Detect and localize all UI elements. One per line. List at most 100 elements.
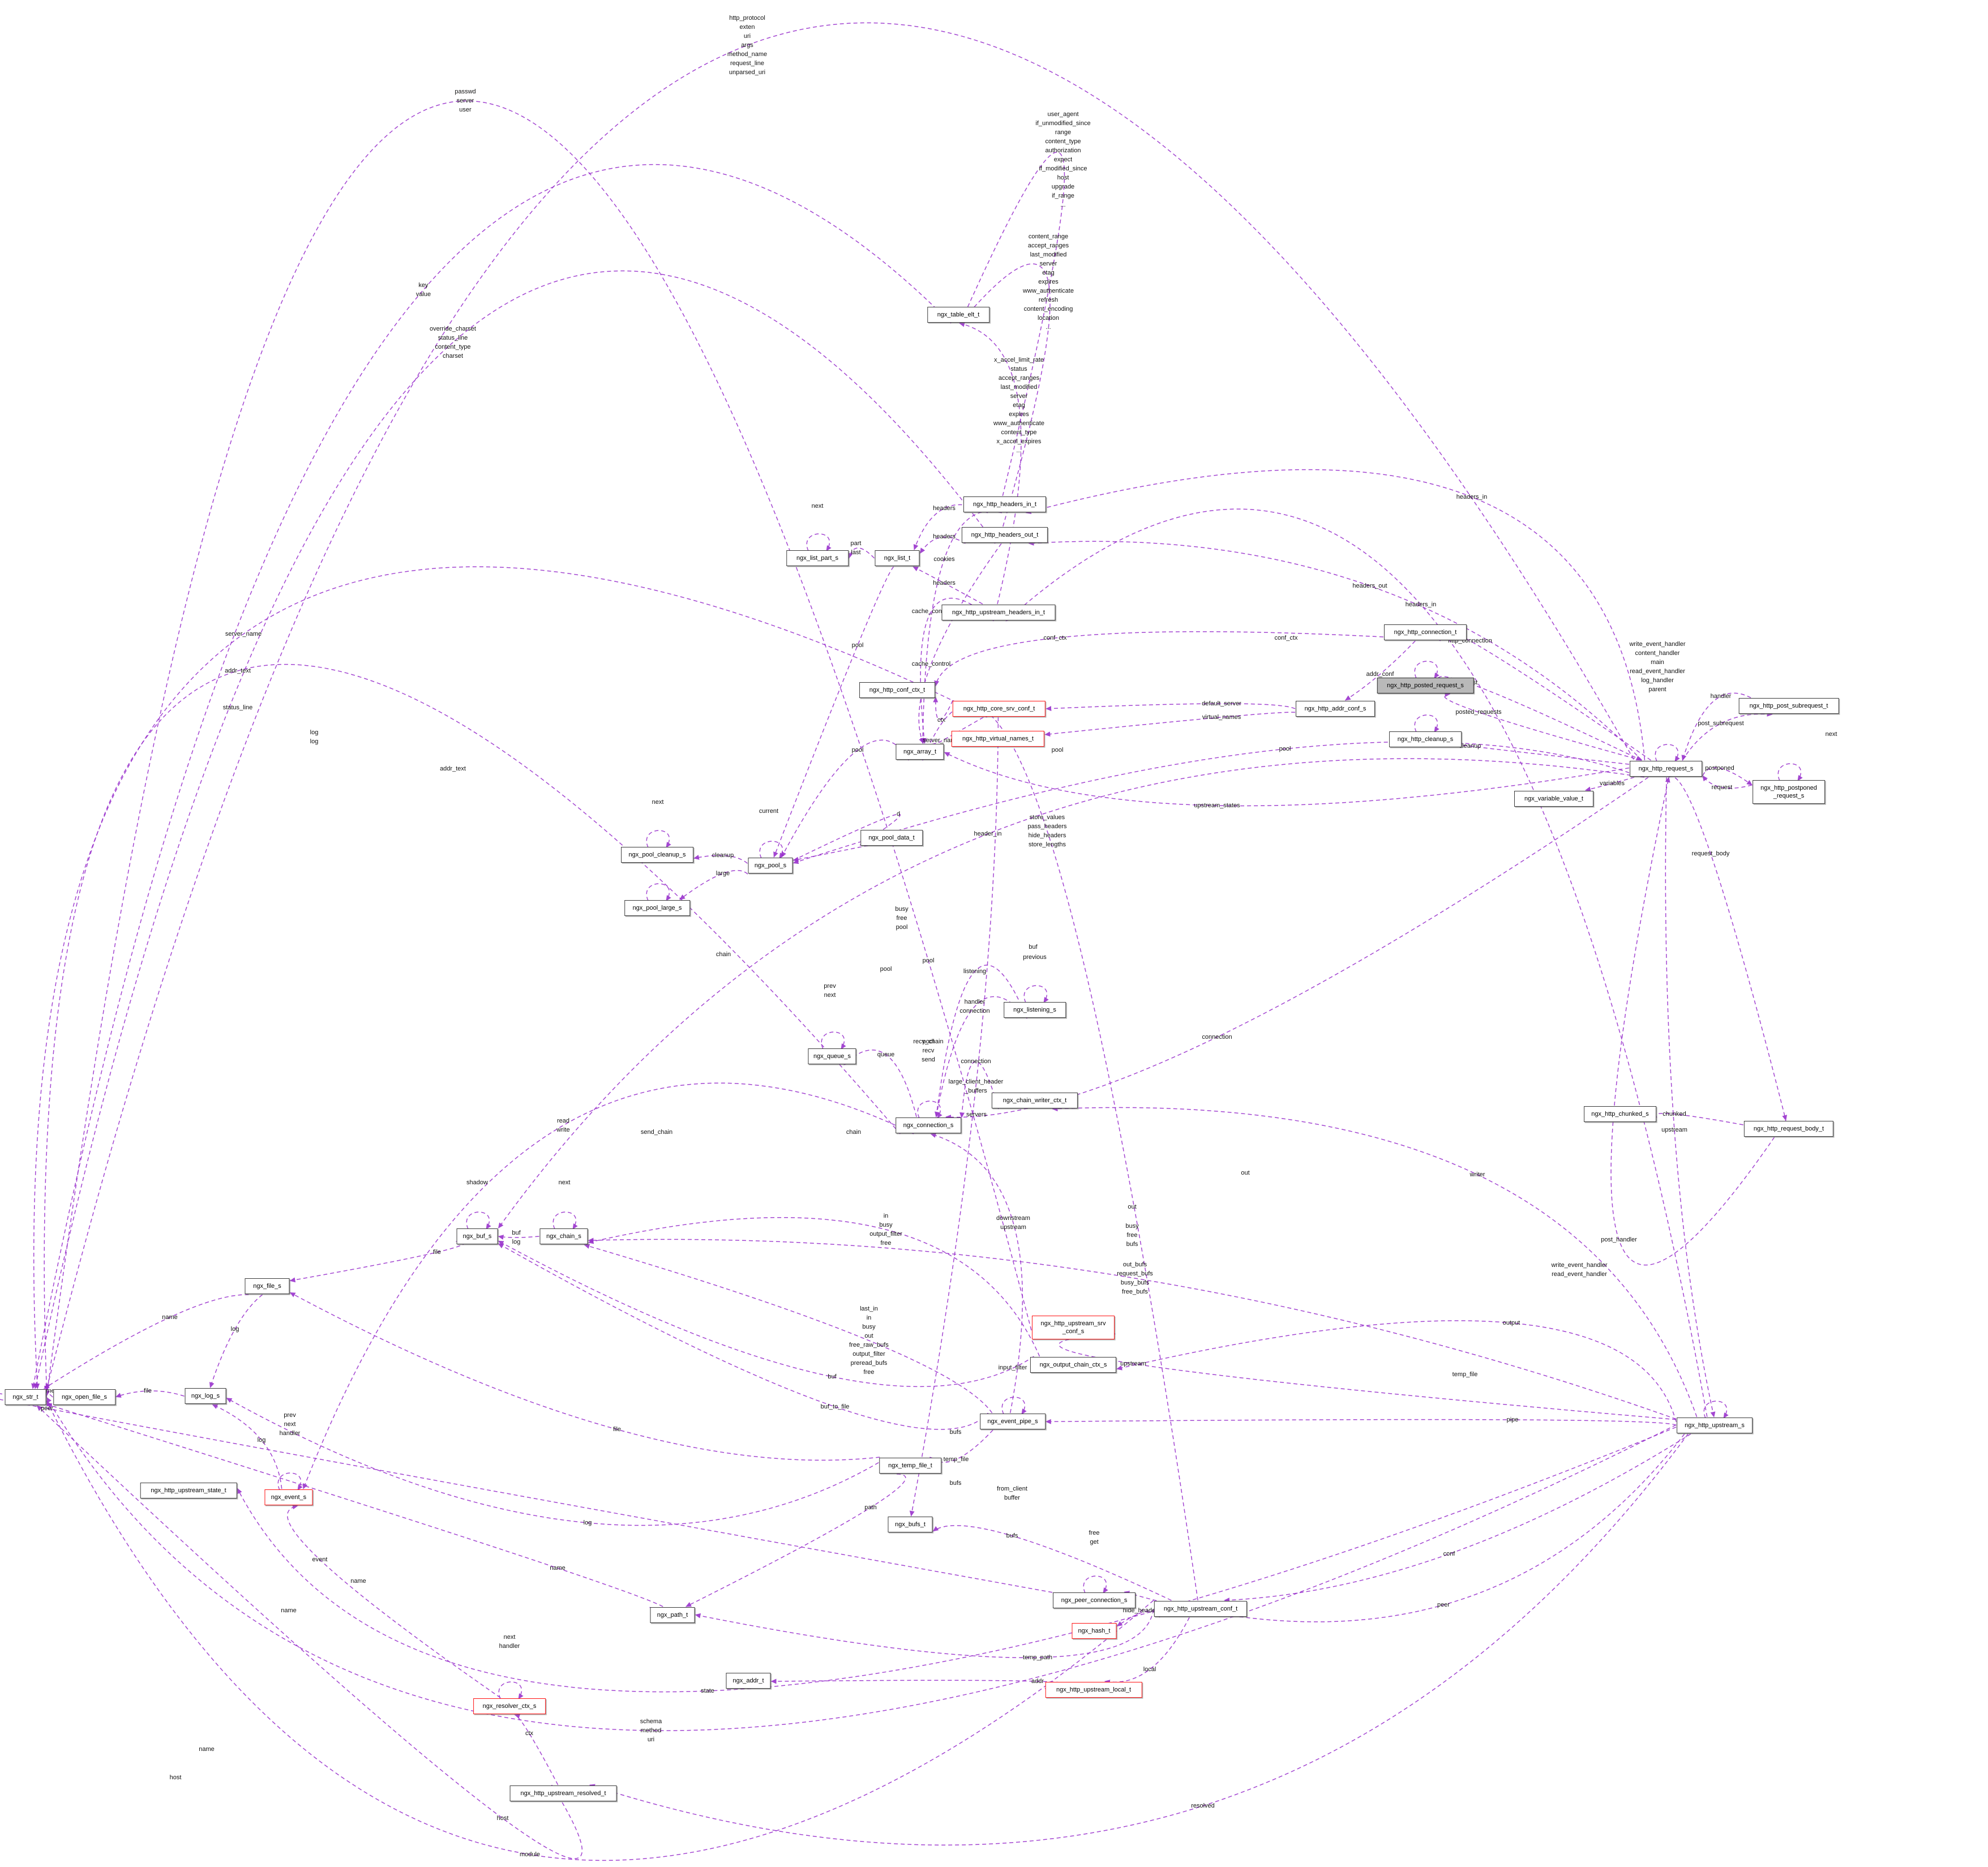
edge [1025,469,1646,761]
edge-label: header_in [974,830,1002,837]
edge [498,1240,1034,1388]
node-file[interactable]: ngx_file_s [245,1278,290,1294]
edge-label: chain [715,951,731,958]
node-headers_in_t[interactable]: ngx_http_headers_in_t [963,496,1047,512]
node-hash[interactable]: ngx_hash_t [1072,1623,1117,1639]
edge-label: downstream upstream [996,1215,1030,1231]
node-event[interactable]: ngx_event_s [264,1489,313,1505]
node-str[interactable]: ngx_str_t [5,1389,46,1405]
self-loop-label: input_filter [998,1364,1027,1371]
node-chain_writer[interactable]: ngx_chain_writer_ctx_t [991,1093,1078,1108]
edge [781,739,909,858]
node-posted_request[interactable]: ngx_http_posted_request_s [1377,678,1474,693]
edge-label: queue [877,1051,895,1058]
edge [1001,1397,1027,1415]
edge-label: name [162,1314,178,1321]
node-list_part[interactable]: ngx_list_part_s [786,550,849,566]
edge [959,1061,999,1119]
node-request[interactable]: ngx_http_request_s [1630,761,1702,777]
edge-label: send_chain [640,1129,673,1136]
edge-label: http_protocol exten uri args method_name… [727,15,768,76]
edge-label: temp_file [1452,1371,1478,1378]
edge [1116,1320,1677,1422]
edge [933,696,953,721]
edge-label: post_handler [1601,1236,1637,1243]
node-pool_cleanup[interactable]: ngx_pool_cleanup_s [621,847,693,863]
edge-label: pool [1279,746,1291,752]
edge-label: conf_ctx [1274,635,1298,641]
edge-label: chain [846,1129,862,1136]
self-loop-label: next [558,1179,571,1186]
node-chain[interactable]: ngx_chain_s [539,1228,588,1244]
node-queue[interactable]: ngx_queue_s [808,1048,856,1064]
edge-label: module [519,1851,541,1858]
node-upstream_state[interactable]: ngx_http_upstream_state_t [140,1483,237,1498]
edge-label: name [199,1746,215,1753]
edge [1681,692,1773,761]
edge [1046,703,1296,712]
node-listening[interactable]: ngx_listening_s [1004,1002,1066,1018]
node-list_t[interactable]: ngx_list_t [875,550,920,566]
edge-label: pipe [1506,1416,1519,1423]
edge [922,704,1198,1601]
node-upstream_local[interactable]: ngx_http_upstream_local_t [1045,1682,1142,1698]
node-postponed[interactable]: ngx_http_postponed _request_s [1753,780,1825,804]
node-virtual_names[interactable]: ngx_http_virtual_names_t [951,731,1045,747]
edge-label: host [169,1774,182,1781]
edge [806,533,832,551]
node-connection[interactable]: ngx_connection_s [896,1117,961,1133]
self-loop-label: prev next handler [279,1412,301,1437]
node-addr[interactable]: ngx_addr_t [726,1673,771,1689]
node-conf_ctx[interactable]: ngx_http_conf_ctx_t [859,682,935,698]
node-output_chain[interactable]: ngx_output_chain_ctx_s [1030,1357,1117,1373]
edge [695,1609,1154,1658]
node-request_body[interactable]: ngx_http_request_body_t [1743,1121,1834,1137]
node-open_file[interactable]: ngx_open_file_s [53,1389,115,1405]
node-pool[interactable]: ngx_pool_s [748,858,793,873]
node-chunked[interactable]: ngx_http_chunked_s [1584,1106,1656,1122]
edge-label: headers [933,533,956,540]
node-path[interactable]: ngx_path_t [650,1607,695,1623]
edge-label: name [281,1607,297,1614]
node-headers_out_t[interactable]: ngx_http_headers_out_t [961,527,1048,543]
node-upstream[interactable]: ngx_http_upstream_s [1677,1418,1753,1433]
edge [1702,775,1753,789]
node-resolved[interactable]: ngx_http_upstream_resolved_t [509,1785,617,1801]
node-variable_value[interactable]: ngx_variable_value_t [1514,791,1593,807]
edge-label: pool [851,642,864,649]
node-event_pipe[interactable]: ngx_event_pipe_s [980,1414,1046,1429]
self-loop-label: next [652,799,664,806]
node-core_srv_conf[interactable]: ngx_http_core_srv_conf_t [952,701,1046,717]
node-resolver_ctx[interactable]: ngx_resolver_ctx_s [473,1698,546,1714]
node-temp_file[interactable]: ngx_temp_file_t [879,1458,941,1474]
node-log[interactable]: ngx_log_s [185,1388,226,1404]
node-http_cleanup[interactable]: ngx_http_cleanup_s [1389,731,1462,747]
edge [1610,777,1786,1266]
edge-label: busy free pool [895,906,909,931]
node-pool_large[interactable]: ngx_pool_large_s [624,900,690,916]
edge-label: name [550,1565,565,1571]
node-buf[interactable]: ngx_buf_s [456,1228,498,1244]
node-addr_conf[interactable]: ngx_http_addr_conf_s [1296,701,1375,717]
edge-label: content_range accept_ranges last_modifie… [1023,233,1074,331]
edge-label: temp_file [943,1456,969,1463]
node-bufs[interactable]: ngx_bufs_t [888,1517,933,1532]
node-http_connection[interactable]: ngx_http_connection_t [1383,624,1467,640]
edge-label: pool [922,957,935,964]
edge [959,263,1051,527]
edge-label: servers [966,1111,987,1118]
node-upstream_srv_conf[interactable]: ngx_http_upstream_srv _conf_s [1031,1316,1115,1339]
edge-label: cache_control [911,608,951,615]
node-post_subrequest[interactable]: ngx_http_post_subrequest_t [1738,698,1839,714]
edge-label: bufs [949,1429,962,1436]
self-loop-label: next handler [499,1634,520,1650]
edge-label: d [896,811,901,817]
node-peer_connection[interactable]: ngx_peer_connection_s [1052,1592,1136,1608]
node-table_elt[interactable]: ngx_table_elt_t [927,307,989,323]
node-array[interactable]: ngx_array_t [896,744,944,760]
node-upstream_conf[interactable]: ngx_http_upstream_conf_t [1154,1601,1248,1617]
edge-label: in busy output_filter free [869,1213,902,1247]
node-pool_data[interactable]: ngx_pool_data_t [860,830,923,846]
edge-label: file [432,1249,442,1256]
node-upstream_headers_in[interactable]: ngx_http_upstream_headers_in_t [941,605,1056,620]
